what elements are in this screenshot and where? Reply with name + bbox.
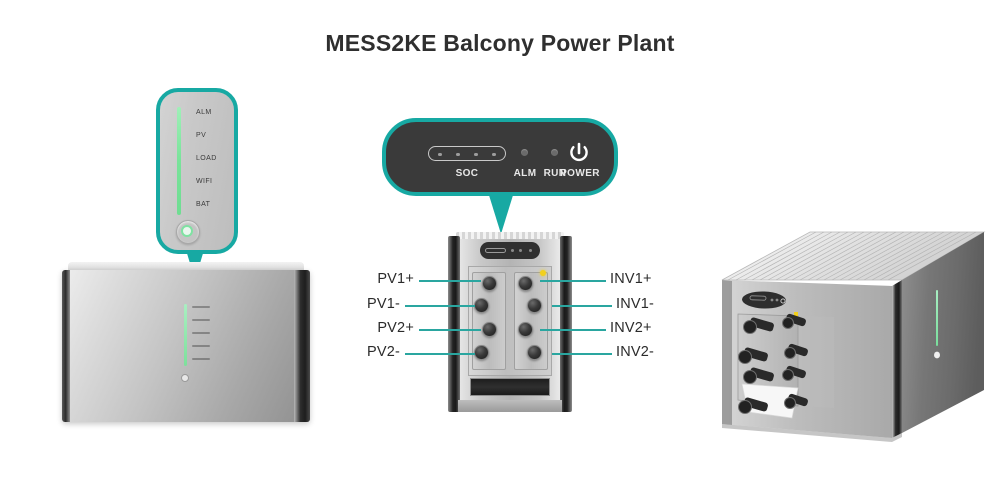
leader-line-pv2-positive (419, 329, 481, 331)
led-strip-indicator (184, 304, 187, 366)
device-led-label (192, 319, 210, 321)
control-panel-callout: SOC ALM RUN POWER (382, 118, 618, 196)
label-pv2-negative: PV2- (366, 344, 400, 360)
callout-pointer-center (488, 192, 514, 234)
label-pv1-negative: PV1- (366, 296, 400, 312)
label-inv2-positive: INV2+ (610, 320, 652, 336)
soc-segment (438, 152, 442, 156)
soc-label: SOC (455, 168, 479, 179)
soc-segment (492, 152, 496, 156)
device-base (458, 400, 562, 412)
label-pv2-positive: PV2+ (377, 320, 414, 336)
connector-inv2-negative[interactable] (527, 345, 542, 360)
leader-line-inv1-positive (540, 280, 606, 282)
connector-pv1-negative[interactable] (474, 298, 489, 313)
led-label-alm: ALM (196, 109, 212, 116)
connector-inv1-positive[interactable] (518, 276, 533, 291)
led-label-wifi: WIFI (196, 178, 213, 185)
power-label: POWER (560, 168, 600, 179)
device-power-button[interactable] (181, 374, 189, 382)
device-led-label (192, 306, 210, 308)
device-right-edge (294, 270, 310, 422)
leader-line-inv2-negative (552, 353, 612, 355)
device-led-label (192, 358, 210, 360)
run-led-mini (519, 249, 522, 252)
status-led-yellow (540, 270, 546, 276)
battery-unit-isometric-view (706, 228, 986, 450)
led-label-load: LOAD (196, 155, 217, 162)
leader-line-inv1-negative (552, 305, 612, 307)
connector-pv2-negative[interactable] (474, 345, 489, 360)
led-strip-indicator (177, 107, 181, 215)
leader-line-inv2-positive (540, 329, 606, 331)
control-panel-mini (480, 242, 540, 259)
leader-line-pv2-negative (405, 353, 475, 355)
connector-pv2-positive[interactable] (482, 322, 497, 337)
connector-panel-view (446, 232, 574, 414)
label-inv1-negative: INV1- (616, 296, 655, 312)
leader-line-pv1-negative (405, 305, 475, 307)
connector-pv1-positive[interactable] (482, 276, 497, 291)
device-left-edge (62, 270, 70, 422)
connector-inv1-negative[interactable] (527, 298, 542, 313)
device-led-label (192, 345, 210, 347)
soc-indicator-mini (485, 248, 506, 253)
label-inv1-positive: INV1+ (610, 271, 652, 287)
leader-line-pv1-positive (419, 280, 481, 282)
led-label-bat: BAT (196, 201, 211, 208)
battery-unit-front-view (62, 262, 310, 427)
alm-label: ALM (513, 168, 537, 179)
soc-segment (474, 152, 478, 156)
alm-led (521, 149, 528, 156)
power-button[interactable] (176, 220, 200, 244)
label-inv2-negative: INV2- (616, 344, 655, 360)
power-button-icon (181, 225, 193, 237)
label-pv1-positive: PV1+ (377, 271, 414, 287)
page-title: MESS2KE Balcony Power Plant (325, 30, 675, 56)
device-left-rail (448, 236, 460, 412)
status-led-panel-callout: ALM PV LOAD WIFI BAT (156, 88, 238, 254)
vent-grille (470, 378, 550, 396)
heatsink-fins (456, 232, 564, 241)
run-led (551, 149, 558, 156)
connector-inv2-positive[interactable] (518, 322, 533, 337)
soc-segment (456, 152, 460, 156)
device-right-rail (560, 236, 572, 412)
led-label-pv: PV (196, 132, 207, 139)
device-led-label (192, 332, 210, 334)
soc-indicator (428, 146, 506, 161)
power-button-mini[interactable] (529, 249, 532, 252)
run-label: RUN (543, 168, 567, 179)
alm-led-mini (511, 249, 514, 252)
power-icon[interactable] (566, 140, 592, 166)
